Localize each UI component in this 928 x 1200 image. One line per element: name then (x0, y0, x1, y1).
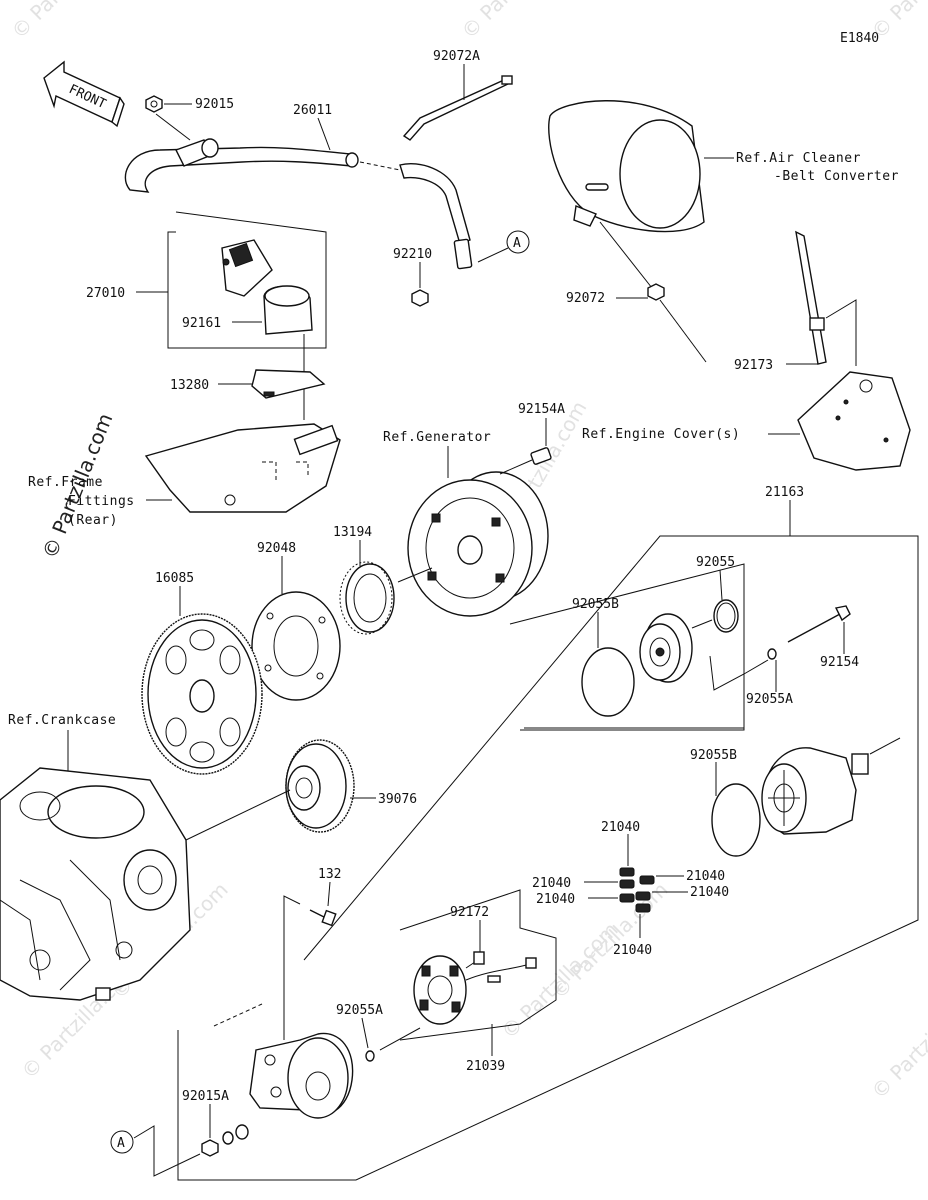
o-ring-92055B-rear-icon (711, 783, 761, 857)
ref-engine-cover: Ref.Engine Cover(s) (582, 427, 740, 442)
o-ring-92055-icon (713, 599, 739, 633)
cable-tie-92072A-icon (402, 75, 513, 141)
ref-generator: Ref.Generator (383, 430, 491, 445)
label-13280: 13280 (170, 378, 209, 393)
nut-92015-icon (145, 95, 163, 113)
label-92154: 92154 (820, 655, 859, 670)
label-21040-top: 21040 (601, 820, 640, 835)
bolt-132-icon (309, 909, 337, 927)
cable-tie-92173-icon (795, 230, 827, 365)
starter-motor-body-icon (761, 747, 869, 835)
ref-crankcase: Ref.Crankcase (8, 713, 116, 728)
bracket-13280-icon (251, 369, 326, 399)
ref-frame-line2: Fittings (68, 494, 135, 509)
callout-a-label-bottom: A (117, 1136, 125, 1151)
label-21040-bottom: 21040 (613, 943, 652, 958)
label-21040-right2: 21040 (690, 885, 729, 900)
bolt-92154-icon (787, 605, 851, 643)
label-92072: 92072 (566, 291, 605, 306)
label-27010: 27010 (86, 286, 125, 301)
callout-a-bottom (110, 1130, 134, 1154)
crankcase-ref-icon (0, 767, 191, 1001)
ref-air-cleaner-line2: -Belt Converter (774, 169, 899, 184)
clip-92072-icon (647, 283, 707, 363)
label-92210: 92210 (393, 247, 432, 262)
air-cleaner-ref-icon (548, 100, 705, 233)
label-26011: 26011 (293, 103, 332, 118)
watermark-text: © Partzilla.com (867, 977, 928, 1103)
o-ring-92055B-front-icon (581, 647, 635, 717)
label-92173: 92173 (734, 358, 773, 373)
starter-rear-cover-icon (249, 1032, 354, 1119)
label-92055A-a: 92055A (746, 692, 793, 707)
label-92015A: 92015A (182, 1089, 229, 1104)
brushes-21040-icon (619, 867, 655, 913)
washer-92048-icon (251, 591, 341, 701)
washer-92055A-rear-icon (365, 1050, 375, 1062)
callout-a-label: A (513, 236, 521, 251)
starter-relay-27010-icon (221, 239, 273, 297)
ref-frame-line3: (Rear) (68, 513, 118, 528)
starter-front-cover-icon (639, 613, 693, 683)
label-92055B-front: 92055B (572, 597, 619, 612)
starter-cable-26011-icon (124, 138, 473, 270)
engine-cover-ref-icon (797, 371, 911, 471)
label-132: 132 (318, 867, 341, 882)
watermark-text: © Partzilla.com (457, 0, 583, 44)
label-13194: 13194 (333, 525, 372, 540)
label-92048: 92048 (257, 541, 296, 556)
label-92055A-b: 92055A (336, 1003, 383, 1018)
label-92172: 92172 (450, 905, 489, 920)
label-21040-left2: 21040 (536, 892, 575, 907)
label-39076: 39076 (378, 792, 417, 807)
label-21163: 21163 (765, 485, 804, 500)
relay-cover-92161-icon (263, 285, 313, 335)
label-21039: 21039 (466, 1059, 505, 1074)
label-21040-right1: 21040 (686, 869, 725, 884)
brush-holder-21039-icon (413, 955, 537, 1025)
label-21040-left1: 21040 (532, 876, 571, 891)
nut-92210-icon (411, 289, 429, 307)
label-92055B-rear: 92055B (690, 748, 737, 763)
ref-frame-line1: Ref.Frame (28, 475, 103, 490)
screw-92172-icon (473, 951, 485, 965)
label-92072A: 92072A (433, 49, 480, 64)
frame-fittings-ref-icon (144, 423, 341, 513)
diagram-id: E1840 (840, 31, 879, 46)
gear-16085-icon (141, 613, 263, 775)
idler-gear-39076-icon (285, 739, 355, 833)
ref-air-cleaner-line1: Ref.Air Cleaner (736, 151, 861, 166)
generator-flywheel-icon (407, 471, 549, 617)
washer-92055A-icon (767, 648, 777, 660)
nut-92015A-icon (201, 1124, 249, 1157)
callout-a-top (506, 230, 530, 254)
label-92055: 92055 (696, 555, 735, 570)
bolt-92154A-icon (499, 447, 552, 475)
label-92161: 92161 (182, 316, 221, 331)
front-arrow-icon: FRONT (43, 60, 125, 128)
watermark-text: © Partzilla.com (7, 0, 133, 44)
one-way-clutch-13194-icon (339, 561, 395, 635)
label-92154A: 92154A (518, 402, 565, 417)
label-92015: 92015 (195, 97, 234, 112)
label-16085: 16085 (155, 571, 194, 586)
